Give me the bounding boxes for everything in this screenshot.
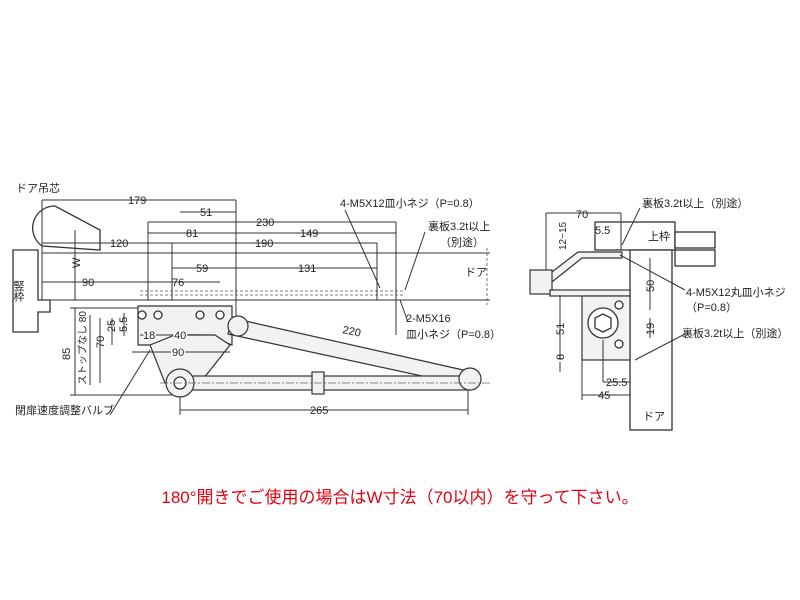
dim-40: 40 xyxy=(174,330,186,342)
dim-76: 76 xyxy=(172,277,184,289)
leader xyxy=(619,254,686,291)
leader xyxy=(634,333,686,361)
leader xyxy=(344,209,381,289)
backplate-separate-label: （別途） xyxy=(440,235,484,249)
dim-90-top: 90 xyxy=(82,277,94,289)
dim-18: 18 xyxy=(143,330,155,342)
leader xyxy=(109,349,151,416)
dim-81: 81 xyxy=(186,228,198,240)
backplate-top-label: 裏板3.2t以上（別途） xyxy=(642,196,748,210)
door-pivot-shape xyxy=(32,205,101,251)
dim-179: 179 xyxy=(128,195,146,207)
dimension-lines xyxy=(41,199,469,415)
screw-label: 4-M5X12丸皿小ネジ xyxy=(686,286,786,299)
dim-12-15: 12~15 xyxy=(558,221,569,250)
bracket xyxy=(536,251,623,283)
leader xyxy=(404,231,426,291)
side-view: ドア吊芯 竪枠 ドア xyxy=(12,181,501,417)
dim-51: 51 xyxy=(200,207,212,219)
body-top-plate xyxy=(549,289,631,297)
door-label: ドア xyxy=(643,411,665,423)
vertical-frame xyxy=(12,249,51,333)
dim-131: 131 xyxy=(298,263,316,275)
dim-220: 220 xyxy=(341,324,361,340)
dim-45: 45 xyxy=(598,390,610,402)
arm-shoe xyxy=(458,367,482,391)
dim-230: 230 xyxy=(256,217,274,229)
screw-top-label: 4-M5X12皿小ネジ（P=0.8） xyxy=(340,197,480,210)
front-dimension-lines xyxy=(545,212,651,400)
arm-screw-type-label: 皿小ネジ（P=0.8） xyxy=(406,328,501,341)
dim-70: 70 xyxy=(95,336,107,348)
dim-25: 25 xyxy=(106,320,118,332)
door-section xyxy=(629,249,673,431)
door-pivot-label: ドア吊芯 xyxy=(16,181,60,195)
arm-screw-label: 2-M5X16 xyxy=(406,313,451,325)
frame-label: 竪枠 xyxy=(12,280,25,303)
dim-50: 50 xyxy=(645,280,657,292)
dim-265: 265 xyxy=(310,405,328,417)
leader xyxy=(399,299,409,323)
door-label: ドア xyxy=(465,267,487,279)
dim-149: 149 xyxy=(300,228,318,240)
top-frame xyxy=(594,221,676,251)
leader xyxy=(621,207,641,246)
dim-85: 85 xyxy=(61,348,73,360)
mounting-holes xyxy=(137,310,225,320)
screw-pitch-label: （P=0.8） xyxy=(686,301,737,314)
dimension-labels: 179 51 230 81 149 120 190 59 131 90 76 1… xyxy=(61,195,362,417)
arm-pivot xyxy=(227,315,249,337)
dim-51: 51 xyxy=(555,323,567,335)
dim-70: 70 xyxy=(576,209,588,221)
dim-59: 59 xyxy=(196,263,208,275)
dim-90-bottom: 90 xyxy=(172,347,184,359)
hex-spindle xyxy=(594,313,612,333)
w-label: W xyxy=(71,257,83,268)
screw xyxy=(614,300,624,310)
dim-19: 19 xyxy=(645,323,657,335)
top-frame-ext xyxy=(674,231,716,249)
dim-120: 120 xyxy=(110,238,128,250)
dim-80-no-stop: ストップなし 80 xyxy=(77,311,89,385)
front-view: 上枠 ドア 70 12~15 5.5 50 51 19 8 25.5 45 裏板… xyxy=(529,196,788,431)
backplate-bottom-label: 裏板3.2t以上（別途） xyxy=(682,326,788,340)
dim-8: 8 xyxy=(555,354,567,360)
top-frame-ext-2 xyxy=(674,249,716,267)
dim-5-5: 5.5 xyxy=(595,225,610,237)
valve-label: 閉扉速度調整バルブ xyxy=(15,403,114,417)
dim-5-5: 5.5 xyxy=(118,317,130,332)
usage-note: 180°開きでご使用の場合はW寸法（70以内）を守って下さい。 xyxy=(161,488,639,507)
dim-190: 190 xyxy=(255,238,273,250)
top-frame-label: 上枠 xyxy=(648,229,670,243)
dim-25-5: 25.5 xyxy=(606,377,627,389)
arm-clamp xyxy=(529,269,553,295)
screw xyxy=(614,339,624,349)
backplate-label: 裏板3.2t以上 xyxy=(428,219,490,233)
